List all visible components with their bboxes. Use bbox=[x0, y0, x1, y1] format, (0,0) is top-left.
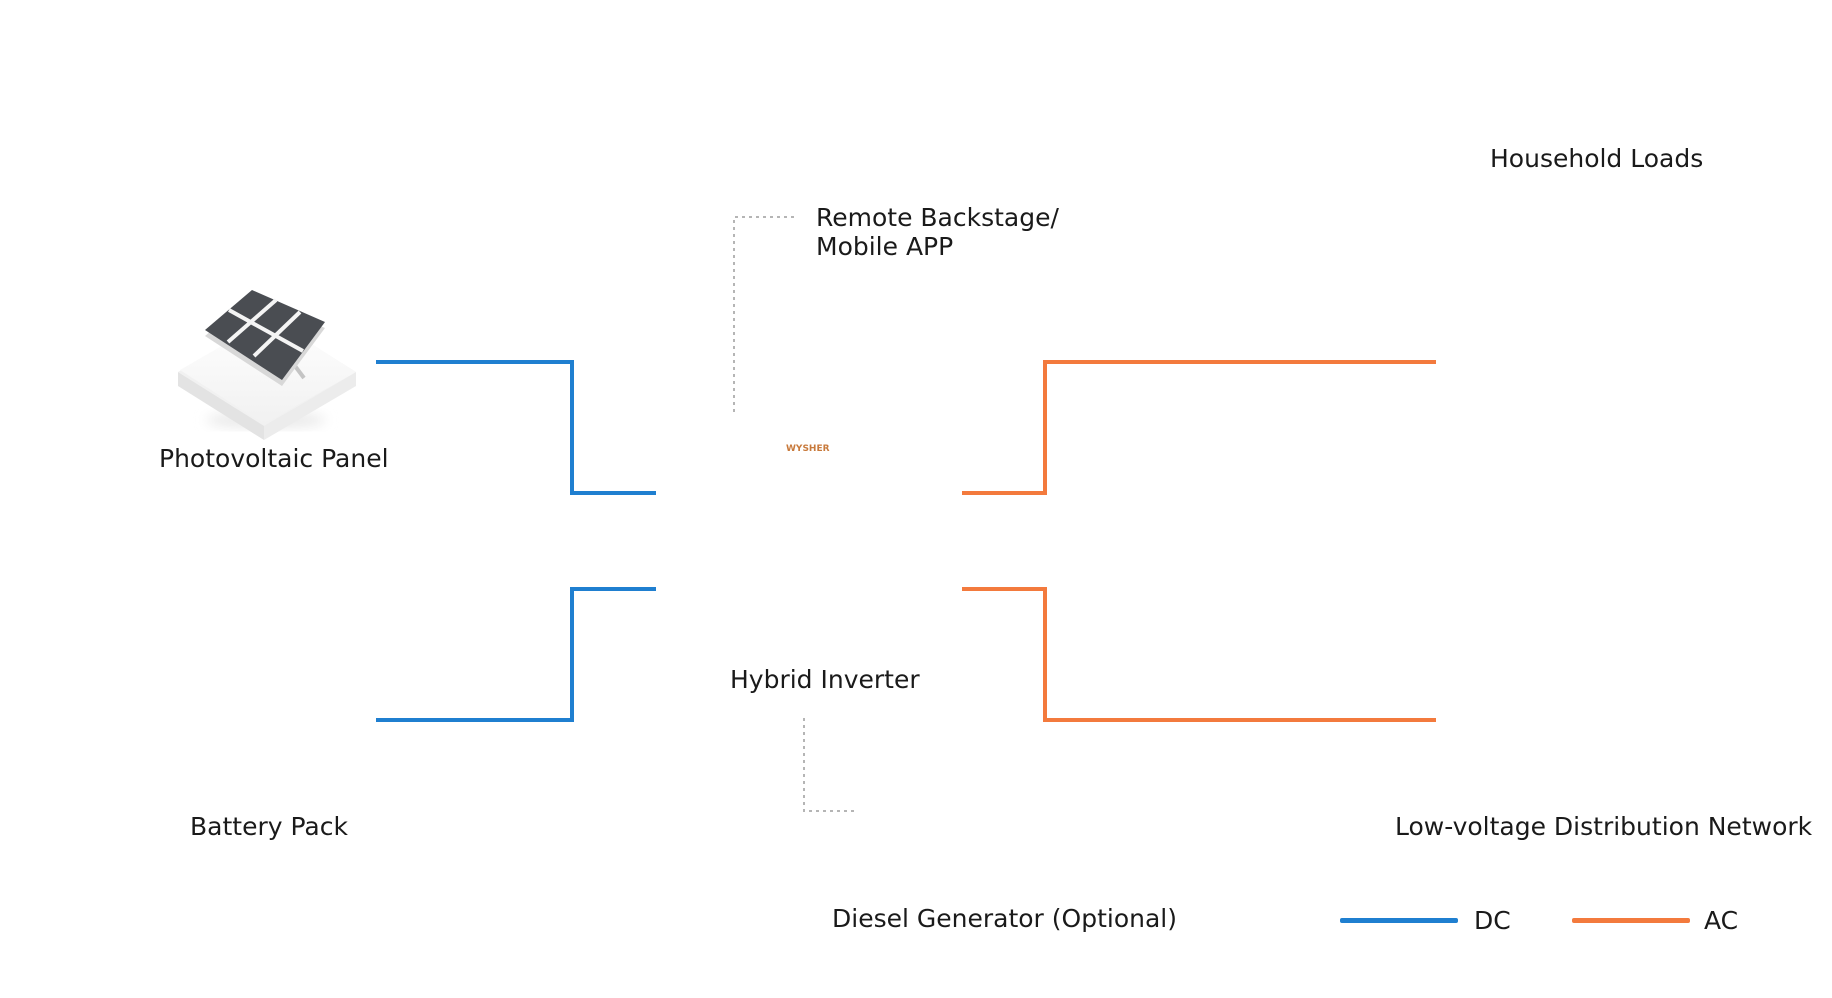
dotted-links bbox=[733, 216, 858, 812]
legend-dc-swatch bbox=[1340, 918, 1458, 923]
grid-label: Low-voltage Distribution Network bbox=[1395, 812, 1813, 841]
battery-to-inverter-dc-line bbox=[376, 587, 656, 722]
remote-label-line2: Mobile APP bbox=[816, 232, 954, 261]
legend-ac-label: AC bbox=[1704, 906, 1739, 935]
generator-label: Diesel Generator (Optional) bbox=[832, 904, 1177, 933]
solar-panel-icon bbox=[178, 290, 356, 440]
hybrid-inverter-label: Hybrid Inverter bbox=[730, 665, 920, 694]
household-loads-label: Household Loads bbox=[1490, 144, 1704, 173]
pv-to-inverter-dc-line bbox=[376, 360, 656, 495]
pv-panel-label: Photovoltaic Panel bbox=[159, 444, 389, 473]
battery-pack-label: Battery Pack bbox=[190, 812, 348, 841]
legend-dc-label: DC bbox=[1474, 906, 1511, 935]
inverter-to-household-ac-line bbox=[962, 360, 1436, 495]
remote-label-line1: Remote Backstage/ bbox=[816, 203, 1059, 232]
dc-connections bbox=[376, 360, 656, 722]
ac-connections bbox=[962, 360, 1436, 722]
legend-ac-swatch bbox=[1572, 918, 1690, 923]
inverter-to-remote-dotted-line bbox=[733, 216, 798, 412]
inverter-to-grid-ac-line bbox=[962, 587, 1436, 722]
inverter-to-generator-dotted-line bbox=[803, 718, 858, 812]
inverter-brand-label: WYSHER bbox=[786, 444, 830, 454]
